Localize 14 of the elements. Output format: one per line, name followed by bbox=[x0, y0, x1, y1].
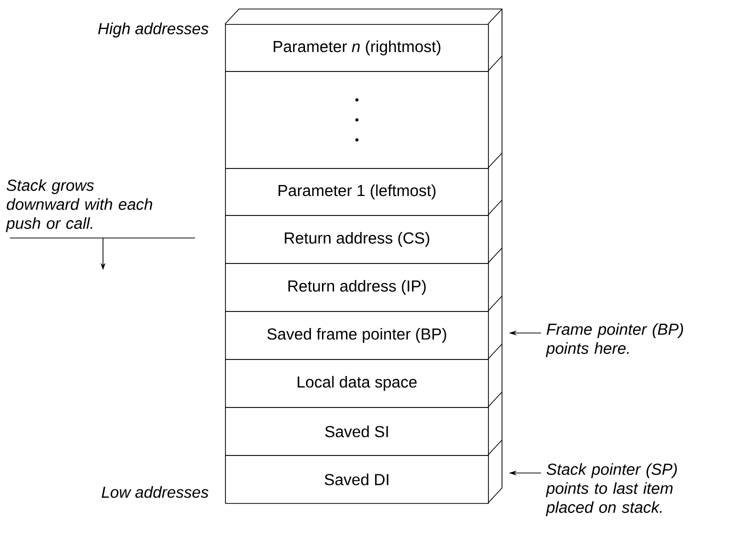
stack-cell: Saved SI bbox=[225, 407, 489, 456]
note-text: High addresses bbox=[98, 22, 208, 38]
note-text: Stack grows downward with each push or call. bbox=[6, 179, 152, 232]
stack-cell: Parameter 1 (leftmost) bbox=[225, 168, 489, 216]
stack-cell: Local data space bbox=[225, 359, 489, 408]
annotation-text: Frame pointer (BP) points here. bbox=[546, 323, 684, 358]
stack-cell bbox=[225, 71, 489, 169]
stack-cell: Parameter n (rightmost) bbox=[225, 24, 489, 72]
stack-cell: Saved frame pointer (BP) bbox=[225, 311, 489, 360]
stack-cell: Return address (IP) bbox=[225, 263, 489, 312]
stack-cell: Saved DI bbox=[225, 455, 489, 504]
stack-cell: Return address (CS) bbox=[225, 215, 489, 264]
note-text: Low addresses bbox=[102, 486, 208, 498]
annotation-text: Stack pointer (SP) points to last item placed on stack. bbox=[546, 463, 677, 516]
